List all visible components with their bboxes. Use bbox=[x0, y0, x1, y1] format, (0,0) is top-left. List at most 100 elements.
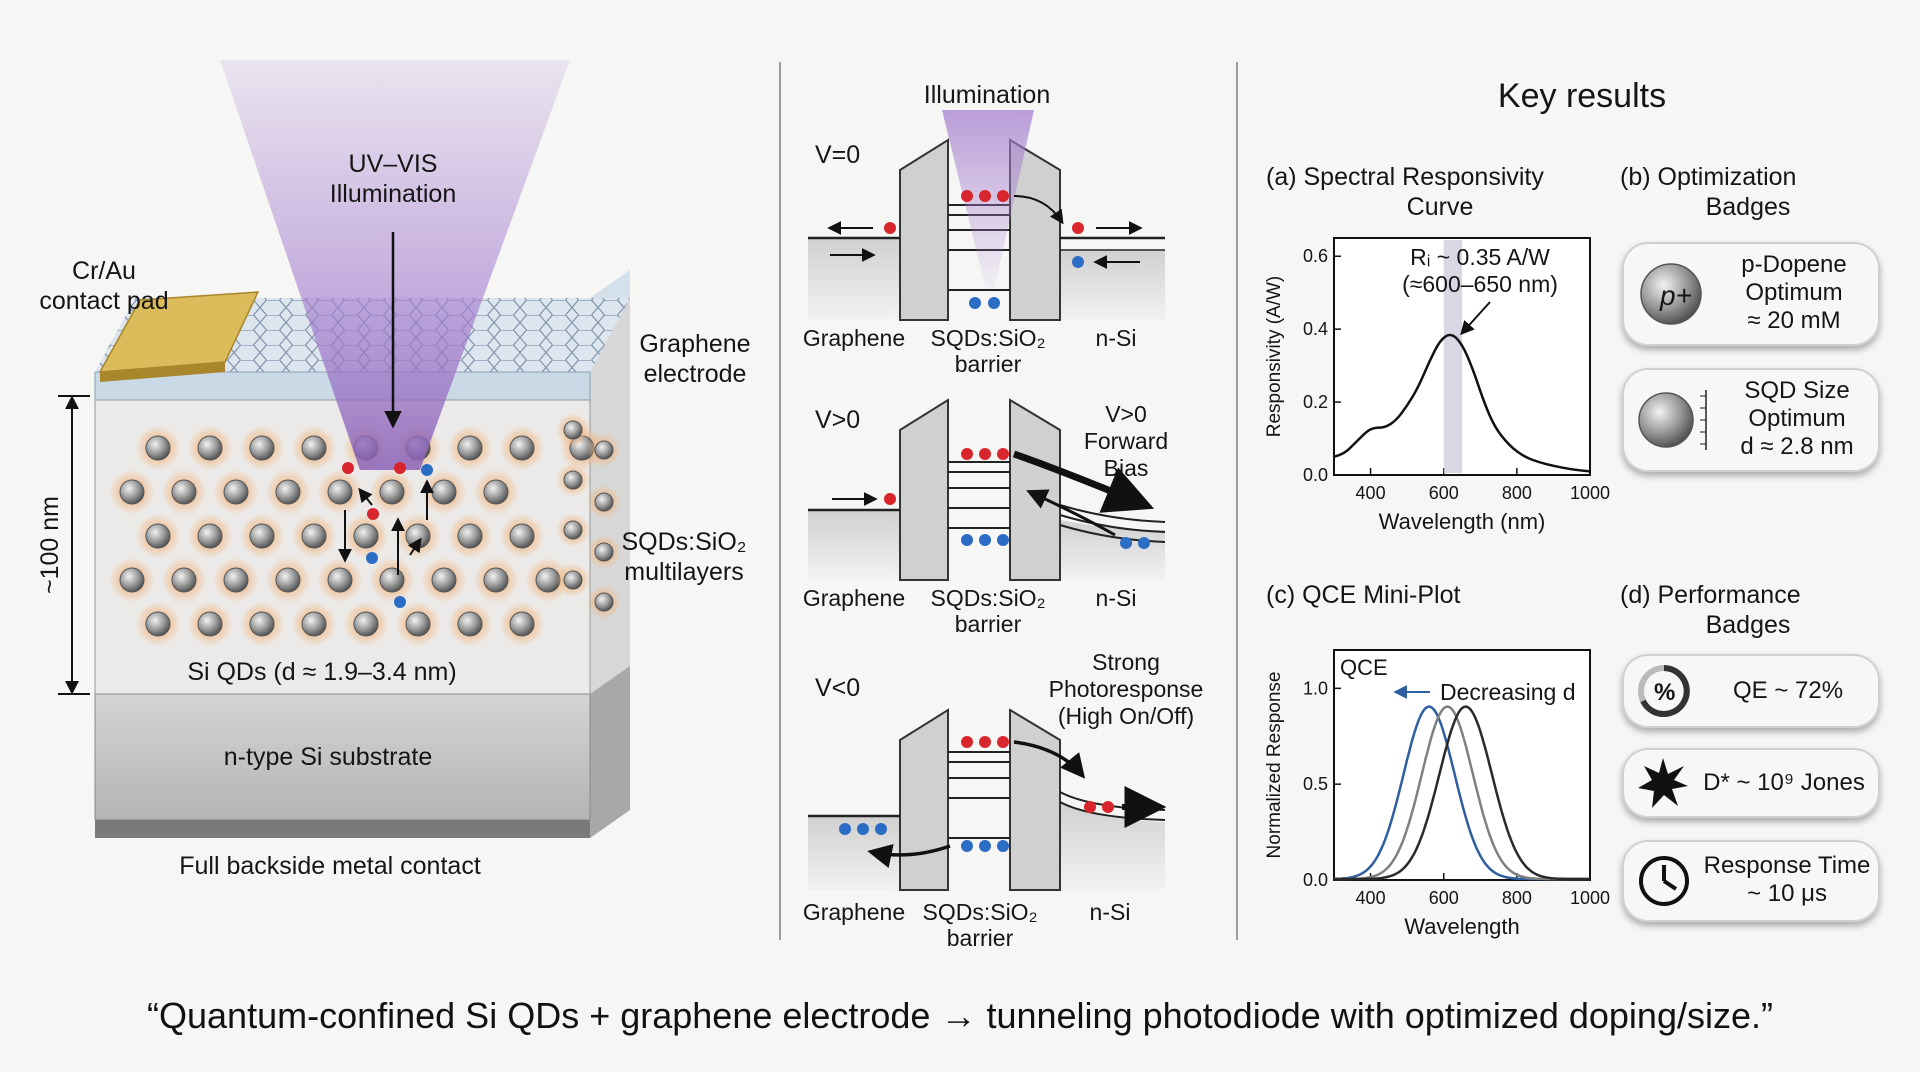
performance-badge-qe: % QE ~ 72% bbox=[1622, 654, 1880, 728]
x-tick-label: 600 bbox=[1429, 483, 1459, 503]
band-right-label-3: n-Si bbox=[1090, 899, 1131, 925]
quantum-dot bbox=[509, 435, 535, 461]
quantum-dot bbox=[301, 523, 327, 549]
quantum-dot bbox=[563, 570, 583, 590]
qd-size-label: Si QDs (d ≈ 1.9–3.4 nm) bbox=[187, 658, 456, 686]
quantum-dot bbox=[509, 523, 535, 549]
responsivity-annotation: Rᵢ ~ 0.35 A/W(≈600–650 nm) bbox=[1402, 244, 1558, 297]
quantum-dot bbox=[379, 479, 405, 505]
bands-illumination-label: Illumination bbox=[924, 81, 1050, 109]
quantum-dot bbox=[197, 435, 223, 461]
starburst-icon bbox=[1638, 758, 1688, 808]
quantum-dot bbox=[563, 470, 583, 490]
quantum-dot bbox=[405, 611, 431, 637]
quantum-dot bbox=[483, 567, 509, 593]
quantum-dot bbox=[327, 567, 353, 593]
highlight-band bbox=[1443, 240, 1462, 473]
qe-badge-text: QE ~ 72% bbox=[1732, 677, 1844, 704]
svg-text:%: % bbox=[1654, 679, 1675, 706]
y-tick-label: 0.0 bbox=[1303, 870, 1328, 890]
quantum-dot bbox=[563, 520, 583, 540]
quantum-dot bbox=[594, 592, 614, 612]
bias-label-v0: V=0 bbox=[815, 141, 860, 169]
thickness-label: ~100 nm bbox=[36, 496, 64, 594]
quantum-dot bbox=[145, 523, 171, 549]
quantum-dot bbox=[197, 611, 223, 637]
qce-curve-3 bbox=[1334, 705, 1590, 881]
quantum-dot bbox=[431, 479, 457, 505]
y-tick-label: 0.2 bbox=[1303, 392, 1328, 412]
substrate-layer bbox=[94, 693, 591, 821]
quantum-dot bbox=[594, 440, 614, 460]
x-tick-label: 400 bbox=[1356, 483, 1386, 503]
responsivity-line bbox=[1333, 333, 1591, 473]
quantum-dot bbox=[327, 479, 353, 505]
bias-label-vneg: V<0 bbox=[815, 674, 860, 702]
y-tick-label: 0.0 bbox=[1303, 465, 1328, 485]
x-tick-label: 1000 bbox=[1570, 483, 1610, 503]
band-left-label-1: Graphene bbox=[803, 325, 905, 351]
uv-vis-beam bbox=[220, 60, 570, 470]
key-results-title: Key results bbox=[1498, 77, 1666, 115]
quantum-dot bbox=[594, 542, 614, 562]
y-tick-label: 0.5 bbox=[1303, 774, 1328, 794]
backside-label: Full backside metal contact bbox=[179, 852, 481, 880]
x-axis-label: Wavelength bbox=[1404, 914, 1519, 939]
qce-curve-2 bbox=[1334, 705, 1590, 881]
x-tick-label: 800 bbox=[1502, 483, 1532, 503]
band-right-label-2: n-Si bbox=[1096, 585, 1137, 611]
quantum-dot bbox=[563, 420, 583, 440]
y-tick-label: 0.4 bbox=[1303, 319, 1328, 339]
quantum-dot bbox=[594, 492, 614, 512]
quantum-dot bbox=[301, 611, 327, 637]
quantum-dot bbox=[119, 479, 145, 505]
p-plus-icon: p+ bbox=[1640, 263, 1702, 325]
quantum-dot bbox=[223, 479, 249, 505]
quantum-dot bbox=[249, 611, 275, 637]
quantum-dot bbox=[223, 567, 249, 593]
bias-label-vpos: V>0 bbox=[815, 406, 860, 434]
x-tick-label: 1000 bbox=[1570, 888, 1610, 908]
performance-badge-detectivity: D* ~ 10⁹ Jones bbox=[1622, 748, 1880, 818]
x-tick-label: 400 bbox=[1356, 888, 1386, 908]
y-axis-label: Responsivity (A/W) bbox=[1264, 276, 1285, 438]
performance-badge-response-time: Response Time~ 10 μs bbox=[1622, 840, 1880, 922]
svg-text:p+: p+ bbox=[1659, 280, 1692, 311]
backside-metal bbox=[95, 820, 590, 838]
quantum-dot bbox=[457, 611, 483, 637]
quantum-dot bbox=[119, 567, 145, 593]
qce-inset-label: QCE bbox=[1340, 655, 1388, 680]
quantum-dot bbox=[249, 435, 275, 461]
x-tick-label: 800 bbox=[1502, 888, 1532, 908]
qd-size-ruler-icon bbox=[1638, 390, 1707, 450]
percent-icon: % bbox=[1638, 665, 1690, 717]
x-axis-label: Wavelength (nm) bbox=[1379, 509, 1546, 534]
quantum-dot bbox=[353, 523, 379, 549]
quantum-dot bbox=[145, 611, 171, 637]
band-left-label-3: Graphene bbox=[803, 899, 905, 925]
panel-c-title: (c) QCE Mini-Plot bbox=[1266, 581, 1461, 609]
quantum-dot bbox=[197, 523, 223, 549]
response-time-badge-text: Response Time~ 10 μs bbox=[1703, 852, 1871, 907]
substrate-label: n-type Si substrate bbox=[224, 743, 432, 771]
quantum-dot bbox=[171, 479, 197, 505]
